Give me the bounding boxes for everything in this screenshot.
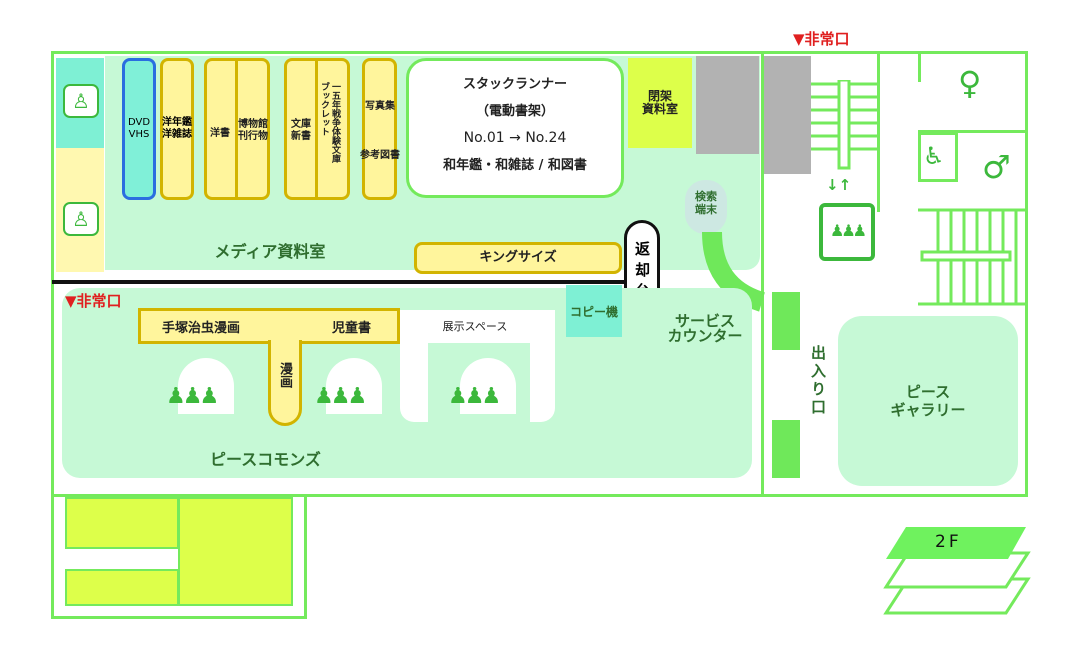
emergency-exit-top: ▼非常口	[793, 30, 850, 48]
media-room-label: メディア資料室	[214, 242, 326, 261]
group-table-icon: ♟♟♟	[314, 384, 367, 409]
annex-room	[65, 569, 179, 606]
shelf-label: 博物館 刊行物	[238, 119, 268, 142]
shelf-label: DVD VHS	[127, 117, 151, 140]
stack-runner-contents: 和年鑑・和雑誌 / 和図書	[443, 158, 587, 173]
wall	[918, 52, 921, 82]
up-down-arrows-icon: ↓↑	[826, 176, 852, 194]
shelf-label: 参考図書	[360, 150, 400, 161]
wheelchair-icon: ♿	[923, 142, 945, 170]
counter-arc	[702, 232, 765, 312]
stack-runner-range: No.01 → No.24	[463, 130, 567, 146]
search-terminal-label: 検索端末	[695, 190, 717, 216]
storage-gray	[696, 56, 759, 154]
shelf-dvd-vhs[interactable]: DVD VHS	[122, 58, 156, 200]
room-label: 閉架 資料室	[641, 89, 678, 116]
group-table-icon: ♟♟♟	[166, 384, 219, 409]
entrance-gate	[772, 292, 800, 350]
wall	[918, 130, 1026, 133]
shelf-label: 写真集	[365, 101, 395, 112]
elevator-icon[interactable]: ♟♟♟	[819, 203, 875, 261]
table-area	[460, 358, 516, 414]
mens-restroom-icon[interactable]: ♂	[982, 148, 1011, 186]
media-room-wall	[52, 280, 626, 284]
return-desk-label: 返却台	[633, 240, 651, 304]
exhibit-space-label: 展示スペース	[442, 320, 508, 333]
search-terminal[interactable]: 検索端末	[685, 180, 727, 234]
stack-runner-subtitle: （電動書架）	[475, 104, 554, 119]
shelf-photo-reference[interactable]	[362, 58, 397, 200]
group-table-icon: ♟♟♟	[448, 384, 501, 409]
service-counter-label: サービス カウンター	[667, 312, 743, 345]
table-area	[178, 358, 234, 414]
floor-label: 2F	[935, 532, 962, 552]
shelf-label: 洋書	[210, 128, 230, 139]
copier-label: コピー機	[569, 305, 618, 319]
storage-gray	[764, 56, 811, 174]
peace-gallery-label: ピース ギャラリー	[890, 383, 966, 419]
emergency-exit-left: ▼非常口	[65, 292, 122, 310]
building-outline	[51, 51, 1028, 497]
table-area	[326, 358, 382, 414]
floor-indicator-layers	[883, 527, 1031, 615]
peace-gallery[interactable]: ピース ギャラリー	[838, 316, 1018, 486]
peace-commons-label: ピースコモンズ	[210, 450, 321, 469]
shelf-label: 児童書	[332, 321, 372, 336]
stack-runner[interactable]: スタックランナー （電動書架） No.01 → No.24 和年鑑・和雑誌 / …	[406, 58, 624, 198]
closed-stacks-room[interactable]: 閉架 資料室	[628, 58, 692, 148]
copier[interactable]: コピー機	[566, 285, 622, 337]
shelf-label: 洋年鑑 洋雑誌	[162, 117, 192, 140]
stack-runner-title: スタックランナー	[462, 77, 567, 92]
staircase	[918, 208, 1026, 306]
entrance-label: 出入り口	[809, 345, 827, 417]
shelf-western-yearbooks[interactable]: 洋年鑑 洋雑誌	[160, 58, 194, 200]
escalator	[811, 80, 877, 170]
accessible-restroom[interactable]	[918, 132, 958, 182]
shelf-manga[interactable]	[268, 340, 302, 426]
shelf-label: 文庫 新書	[291, 119, 311, 142]
shelf-label: キングサイズ	[479, 250, 557, 265]
wall	[877, 52, 880, 212]
annex-room	[178, 497, 293, 606]
wall-divider	[761, 52, 764, 496]
shelf-divider	[315, 60, 318, 198]
shelf-king-size[interactable]: キングサイズ	[414, 242, 622, 274]
womens-restroom-icon[interactable]: ♀	[958, 64, 982, 102]
shelf-label: 一五年戦争体験文庫 ブックレット	[319, 82, 340, 163]
pc-desk-icon: ♙	[63, 84, 99, 118]
annex-room	[65, 497, 179, 549]
study-desk-icon: ♙	[63, 202, 99, 236]
shelf-label: 手塚治虫漫画	[162, 321, 241, 336]
building-annex-outline	[51, 494, 307, 619]
shelf-divider	[235, 60, 238, 198]
entrance-gate	[772, 420, 800, 478]
shelf-label: 漫画	[277, 362, 292, 388]
